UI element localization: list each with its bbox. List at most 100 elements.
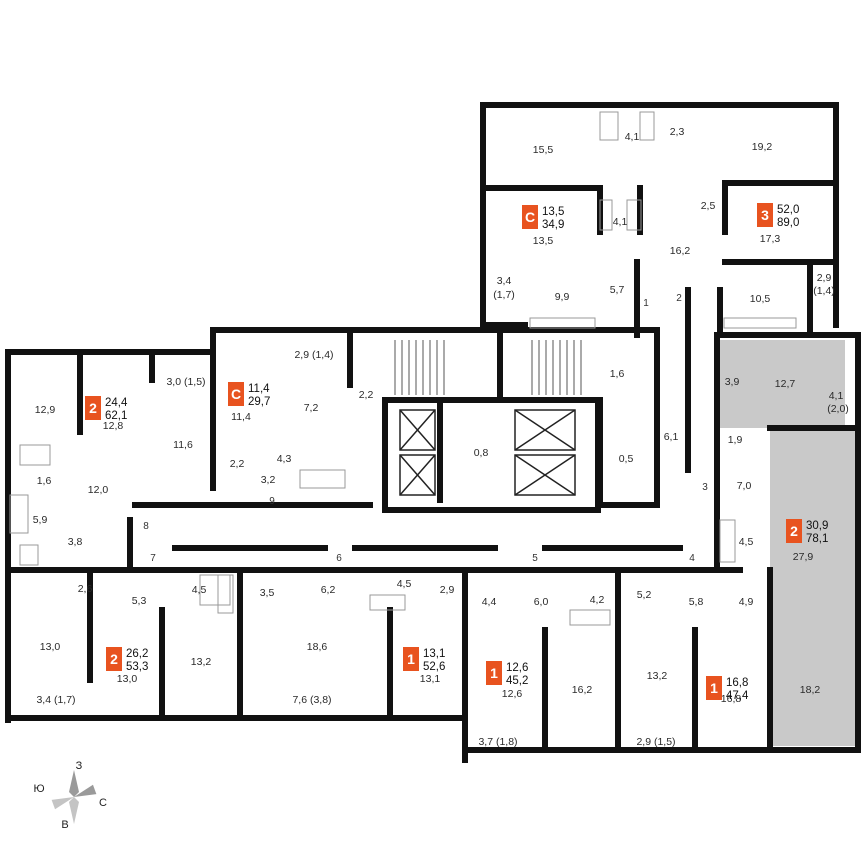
apartment-room-count: С [231, 386, 241, 402]
room-area: 1,6 [610, 368, 625, 380]
room-area: 5,9 [33, 514, 48, 526]
elevators [399, 409, 576, 496]
room-area: 4,2 [590, 594, 605, 606]
room-area: 6,2 [321, 584, 336, 596]
apartment-room-count: 1 [407, 651, 415, 667]
room-area: 15,5 [533, 144, 554, 156]
apartment-room-count: 2 [110, 651, 118, 667]
highlighted-apartment [717, 340, 858, 746]
room-area: 2,3 [670, 126, 685, 138]
apartment-badges: 2 24,4 62,1 С 11,4 29,7 С 13,5 34,9 3 52… [85, 203, 828, 702]
apartment-living-area: 16,8 [726, 677, 748, 689]
badge-marker [706, 676, 722, 700]
apartment-room-count: 3 [761, 207, 769, 223]
apartment-living-area: 52,0 [777, 204, 799, 216]
room-area: 6,1 [664, 431, 679, 443]
room-area: 12,8 [103, 420, 124, 432]
apartment-living-area: 24,4 [105, 397, 128, 409]
apartment-living-area: 12,6 [506, 662, 528, 674]
room-area: 13,0 [40, 641, 61, 653]
apartment-living-area: 26,2 [126, 648, 148, 660]
room-area: 4,4 [482, 596, 497, 608]
room-area: 16,2 [572, 684, 593, 696]
door-number: 8 [143, 521, 149, 532]
compass-arrow-icon [69, 770, 79, 797]
room-area: 16,2 [670, 245, 691, 257]
room-area: 7,6 (3,8) [292, 694, 331, 706]
room-area: 19,2 [752, 141, 773, 153]
room-area: 5,8 [689, 596, 704, 608]
room-area: 3,8 [68, 536, 83, 548]
apartment-badge: С 11,4 29,7 [228, 382, 270, 408]
room-area: 2,5 [701, 200, 716, 212]
room-area: 7,0 [737, 480, 752, 492]
room-area: 3,5 [260, 587, 275, 599]
room-area: 13,2 [191, 656, 212, 668]
badge-marker [486, 661, 502, 685]
room-area: 1,9 [728, 434, 743, 446]
apartment-total-area: 62,1 [105, 410, 127, 422]
room-area: 3,9 [725, 376, 740, 388]
room-area: 0,8 [474, 447, 489, 459]
compass-south-label: В [61, 819, 68, 831]
room-area: 13,2 [647, 670, 668, 682]
room-area: 4,9 [739, 596, 754, 608]
room-area: 12,9 [35, 404, 56, 416]
room-area: 3,0 (1,5) [166, 376, 205, 388]
room-area: 0,5 [619, 453, 634, 465]
room-area: 11,6 [173, 439, 193, 451]
room-area: 5,3 [132, 595, 147, 607]
apartment-total-area: 78,1 [806, 533, 828, 545]
apartment-badge: 1 13,1 52,6 [403, 647, 445, 673]
apartment-total-area: 89,0 [777, 217, 799, 229]
compass-west-label: Ю [33, 783, 44, 795]
room-area: (1,7) [493, 289, 515, 301]
apartment-badge: 2 24,4 62,1 [85, 396, 128, 422]
room-area: 7,2 [304, 402, 319, 414]
room-area: 11,4 [231, 411, 251, 423]
room-area: 3,4 [497, 275, 512, 287]
apartment-living-area: 13,1 [423, 648, 445, 660]
walls [5, 102, 861, 763]
door-number: 2 [676, 293, 682, 304]
badge-marker [106, 647, 122, 671]
apartment-total-area: 29,7 [248, 396, 270, 408]
room-area: 4,5 [192, 584, 207, 596]
room-area: 4,1 [613, 216, 628, 228]
room-area: 9,9 [555, 291, 570, 303]
room-area: 3,4 (1,7) [36, 694, 75, 706]
badge-marker [786, 519, 802, 543]
apartment-living-area: 11,4 [248, 383, 270, 395]
room-area: 12,0 [88, 484, 109, 496]
door-number: 3 [702, 482, 708, 493]
fixtures [9, 111, 797, 626]
apartment-room-count: 1 [490, 665, 498, 681]
apartment-room-count: С [525, 209, 535, 225]
room-area: 5,7 [610, 284, 625, 296]
apartment-total-area: 53,3 [126, 661, 148, 673]
badge-marker [522, 205, 538, 229]
apartment-room-count: 2 [89, 400, 97, 416]
room-area: 2,9 [440, 584, 455, 596]
door-numbers: 1 2 3 4 5 6 7 8 9 [143, 293, 708, 564]
room-labels: 15,5 4,1 2,3 19,2 13,5 4,1 2,5 17,3 16,2… [33, 126, 849, 748]
room-area: 2,9 (1,4) [294, 349, 333, 361]
apartment-total-area: 52,6 [423, 661, 445, 673]
apartment-room-count: 2 [790, 523, 798, 539]
compass-north-label: З [76, 760, 83, 772]
apartment-total-area: 45,2 [506, 675, 528, 687]
room-area: 12,6 [502, 688, 523, 700]
apartment-badge: 1 12,6 45,2 [486, 661, 528, 687]
room-area: 10,5 [750, 293, 771, 305]
room-area: 16,8 [721, 693, 742, 705]
room-area: 13,1 [420, 673, 441, 685]
room-area: 2,2 [230, 458, 245, 470]
stairs [394, 340, 582, 395]
room-area: 3,2 [261, 474, 276, 486]
apartment-badge: 2 30,9 78,1 [786, 519, 828, 545]
apartment-badge: 1 16,8 47,4 [706, 676, 749, 702]
door-number: 1 [643, 298, 649, 309]
apartment-badge: С 13,5 34,9 [522, 205, 564, 231]
compass-east-label: С [99, 797, 107, 809]
badge-marker [757, 203, 773, 227]
